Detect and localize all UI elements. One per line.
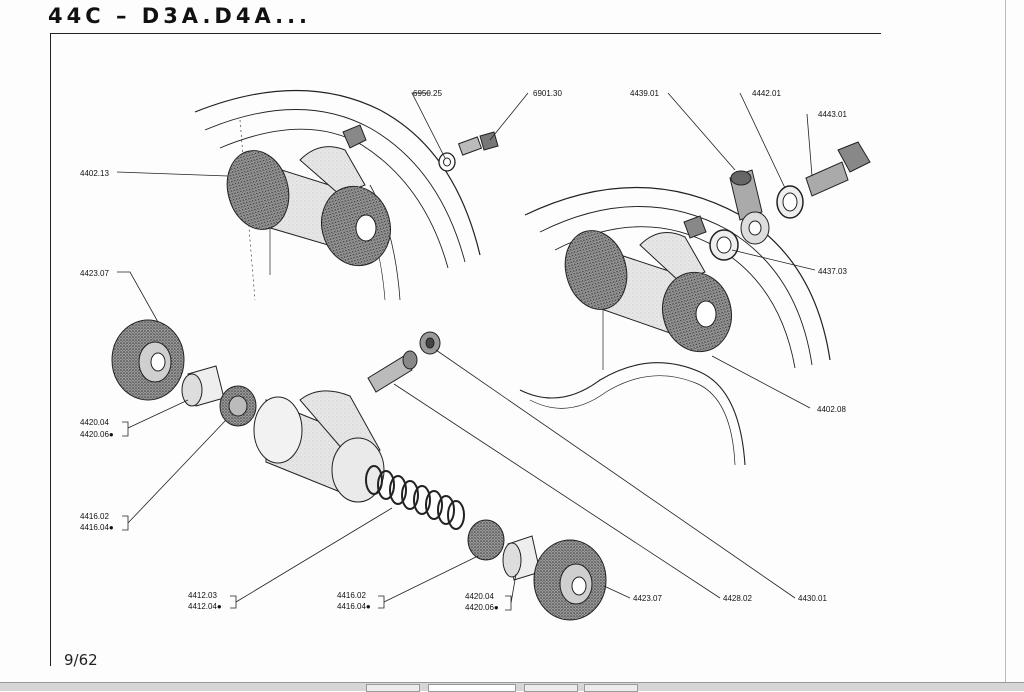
- label-4423-07-right: 4423.07: [633, 594, 662, 603]
- label-4430-01: 4430.01: [798, 594, 827, 603]
- label-4412-03: 4412.03: [188, 591, 217, 600]
- callout-labels: 4402.13 6950.25 6901.30 4439.01 4442.01 …: [80, 89, 847, 612]
- cup-seal-4416-02-left: [219, 385, 257, 427]
- bleed-screw-6901-30: [457, 131, 499, 156]
- label-6901-30: 6901.30: [533, 89, 562, 98]
- label-4420-06-mid: 4420.06●: [465, 603, 499, 612]
- toolbar-button-zoom[interactable]: [584, 684, 638, 692]
- label-4416-02-left: 4416.02: [80, 512, 109, 521]
- boot-4423-07-left: [111, 319, 185, 401]
- label-4420-04-mid: 4420.04: [465, 592, 494, 601]
- label-4437-03: 4437.03: [818, 267, 847, 276]
- wheel-cylinder-4402-13: [226, 124, 391, 267]
- page-edge-rule: [1005, 0, 1006, 684]
- banjo-fitting-4439-01: [729, 169, 770, 245]
- label-4423-07-left: 4423.07: [80, 269, 109, 278]
- bleed-screw-4428-02: [367, 350, 418, 393]
- label-4402-08: 4402.08: [817, 405, 846, 414]
- label-4420-04-left: 4420.04: [80, 418, 109, 427]
- label-4443-01: 4443.01: [818, 110, 847, 119]
- label-4428-02: 4428.02: [723, 594, 752, 603]
- cylinder-body-4412-03: [253, 390, 385, 503]
- page-title: 44C – D3A.D4A...: [48, 4, 312, 28]
- spring: [365, 465, 465, 530]
- label-4416-02-mid: 4416.02: [337, 591, 366, 600]
- washer-6950-25: [438, 152, 456, 172]
- label-4416-04-left: 4416.04●: [80, 523, 114, 532]
- label-4412-04: 4412.04●: [188, 602, 222, 611]
- label-4439-01: 4439.01: [630, 89, 659, 98]
- toolbar-button-prev[interactable]: [366, 684, 420, 692]
- toolbar-button-next[interactable]: [524, 684, 578, 692]
- page-number: 9/62: [64, 651, 98, 669]
- label-6950-25: 6950.25: [413, 89, 442, 98]
- label-4402-13: 4402.13: [80, 169, 109, 178]
- label-4420-06-left: 4420.06●: [80, 430, 114, 439]
- boot-4423-07-right: [533, 539, 607, 621]
- banjo-bolt-4443-01: [805, 141, 871, 197]
- piston-4420-04-left: [181, 365, 225, 407]
- page-input[interactable]: [428, 684, 516, 692]
- label-4416-04-mid: 4416.04●: [337, 602, 371, 611]
- leader-lines: [116, 92, 816, 611]
- washer-4442-01: [776, 185, 804, 219]
- label-4442-01: 4442.01: [752, 89, 781, 98]
- washer-4437-03: [709, 229, 739, 261]
- frame-top-rule: [50, 33, 881, 34]
- dust-cap-4430-01: [419, 331, 441, 355]
- frame-left-rule: [50, 33, 51, 666]
- wheel-cylinder-4402-08: [564, 215, 732, 353]
- cup-seal-4416-02-mid: [467, 519, 505, 561]
